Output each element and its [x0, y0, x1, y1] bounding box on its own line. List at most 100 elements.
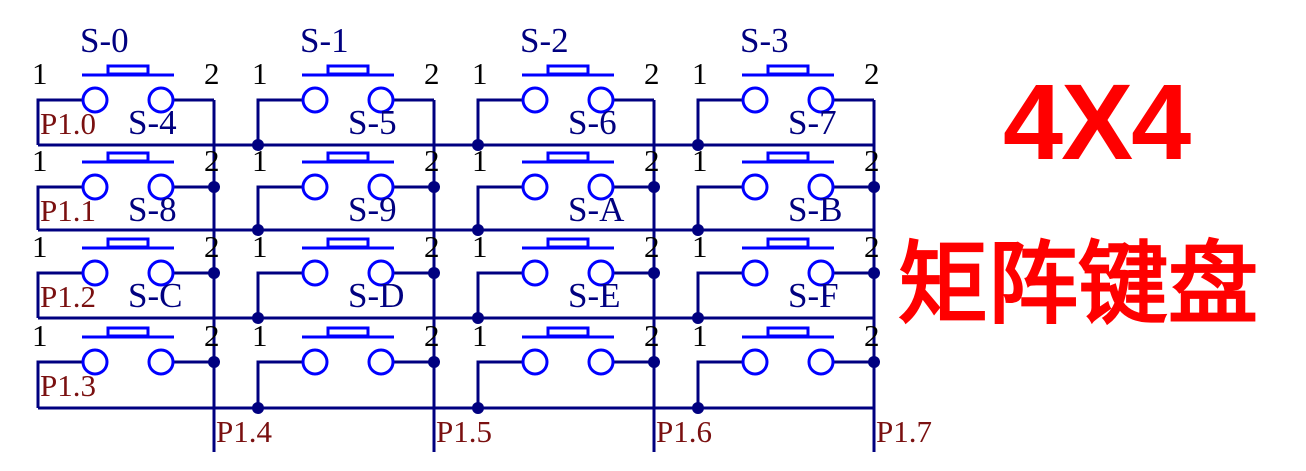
pin-2-label: 2 [864, 229, 880, 264]
switch-plunger [546, 151, 590, 163]
row-port-label: P1.3 [40, 368, 96, 403]
switch-left-lead [36, 271, 82, 318]
pin-1-label: 1 [692, 318, 708, 353]
switch-contact-right [367, 173, 395, 201]
junction-dot [428, 356, 440, 368]
switch-plunger [546, 64, 590, 76]
row-port-label: P1.1 [40, 193, 96, 228]
junction-dot [648, 181, 660, 193]
switch-left-lead [36, 360, 82, 408]
switch-contact-right [587, 86, 615, 114]
row-port-label: P1.0 [40, 106, 96, 141]
pushbutton-switch [81, 237, 175, 287]
column-port-label: P1.7 [876, 414, 932, 449]
junction-dot [252, 139, 264, 151]
junction-dot [692, 402, 704, 414]
pin-2-label: 2 [424, 143, 440, 178]
switch-left-lead [36, 185, 82, 230]
junction-dot [472, 139, 484, 151]
switch-plunger [766, 151, 810, 163]
switch-left-lead [256, 271, 302, 318]
pushbutton-switch [301, 151, 395, 201]
junction-dot [428, 267, 440, 279]
switch-left-lead [696, 98, 742, 145]
switch-plunger [766, 237, 810, 249]
switch-left-lead [256, 360, 302, 408]
switch-left-lead [476, 271, 522, 318]
junction-dot [252, 224, 264, 236]
pin-2-label: 2 [204, 318, 220, 353]
switch-contact-right [587, 348, 615, 376]
pin-1-label: 1 [692, 143, 708, 178]
pin-2-label: 2 [644, 143, 660, 178]
column-port-label: P1.6 [656, 414, 712, 449]
switch-plunger [326, 237, 370, 249]
switch-contact-right [367, 86, 395, 114]
switch-contact-right [367, 348, 395, 376]
pin-1-label: 1 [32, 56, 48, 91]
switch-plunger [326, 326, 370, 338]
pin-1-label: 1 [472, 229, 488, 264]
switch-contact-left [81, 173, 109, 201]
switch-contact-right [587, 259, 615, 287]
switch-label: S-2 [520, 21, 569, 60]
junction-dot [472, 224, 484, 236]
pin-1-label: 1 [252, 56, 268, 91]
junction-dot [648, 267, 660, 279]
switch-contact-right [587, 173, 615, 201]
pin-2-label: 2 [204, 56, 220, 91]
switch-label: S-C [128, 276, 182, 315]
switch-left-lead [476, 360, 522, 408]
switch-plunger [106, 64, 150, 76]
switch-contact-left [301, 259, 329, 287]
switch-label: S-9 [348, 190, 397, 229]
pin-2-label: 2 [644, 229, 660, 264]
junction-dot [208, 181, 220, 193]
switch-contact-right [367, 259, 395, 287]
switch-contact-left [521, 259, 549, 287]
switch-contact-right [147, 86, 175, 114]
pushbutton-switch [521, 237, 615, 287]
column-port-label: P1.4 [216, 414, 272, 449]
switch-contact-left [741, 348, 769, 376]
switch-left-lead [36, 98, 82, 145]
pushbutton-switch [521, 64, 615, 114]
switch-left-lead [256, 98, 302, 145]
switch-contact-left [741, 259, 769, 287]
junction-dot [208, 356, 220, 368]
switch-contact-right [807, 86, 835, 114]
switch-label: S-8 [128, 190, 177, 229]
junctions [208, 139, 880, 414]
pin-2-label: 2 [204, 143, 220, 178]
switch-contact-left [521, 86, 549, 114]
pin-2-label: 2 [864, 318, 880, 353]
switch-plunger [106, 326, 150, 338]
pin-2-label: 2 [864, 143, 880, 178]
junction-dot [868, 356, 880, 368]
pin-1-label: 1 [692, 56, 708, 91]
switch-plunger [546, 326, 590, 338]
pushbutton-switch [301, 237, 395, 287]
switch-contact-right [147, 348, 175, 376]
switch-left-lead [476, 185, 522, 230]
switch-plunger [766, 64, 810, 76]
junction-dot [868, 267, 880, 279]
switch-contact-left [301, 173, 329, 201]
pushbutton-switch [81, 151, 175, 201]
pin-1-label: 1 [252, 229, 268, 264]
switch-label: S-F [788, 276, 839, 315]
switch-label: S-0 [80, 21, 129, 60]
switch-left-lead [696, 360, 742, 408]
switch-contact-right [147, 173, 175, 201]
pushbutton-switch [521, 151, 615, 201]
pin-1-label: 1 [32, 229, 48, 264]
junction-dot [472, 312, 484, 324]
keypad-title: 4X4 [1003, 61, 1191, 182]
pin-2-label: 2 [424, 56, 440, 91]
pin-2-label: 2 [644, 318, 660, 353]
pin-1-label: 1 [472, 56, 488, 91]
pushbutton-switch [301, 64, 395, 114]
switch-plunger [326, 151, 370, 163]
switch-label: S-A [568, 190, 625, 229]
